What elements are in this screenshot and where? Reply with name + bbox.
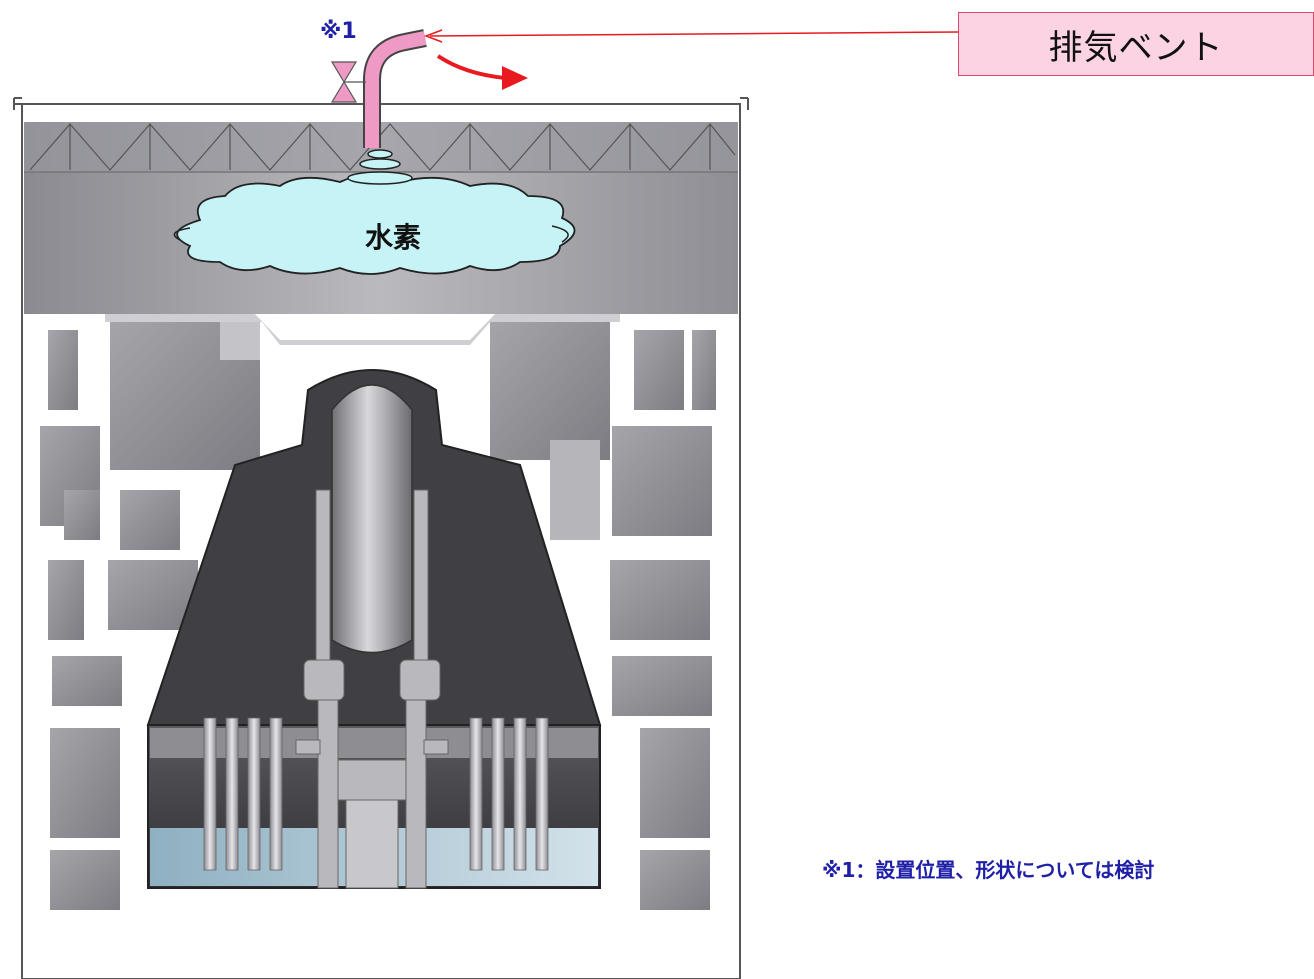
hydrogen-cloud — [176, 174, 576, 275]
marker-label: ※1 — [320, 19, 357, 44]
vent-valve — [330, 61, 366, 103]
reactor-pressure-vessel — [331, 384, 413, 654]
hydrogen-label: 水素 — [365, 221, 421, 254]
footnote: ※1：設置位置、形状については検討 — [822, 858, 1155, 882]
pedestal — [295, 489, 449, 889]
roof-truss — [29, 123, 736, 171]
outflow-arrow — [436, 54, 528, 90]
vent-leader-line — [423, 29, 959, 43]
vent-label: 排気ベント — [1048, 27, 1224, 68]
downcomer-pipes — [203, 717, 549, 871]
rising-gas — [347, 149, 413, 185]
floor-opening — [105, 314, 620, 345]
right-wall-blocks — [490, 320, 716, 910]
left-wall-blocks — [40, 320, 260, 910]
vent-label-box: 排気ベント — [958, 12, 1314, 76]
